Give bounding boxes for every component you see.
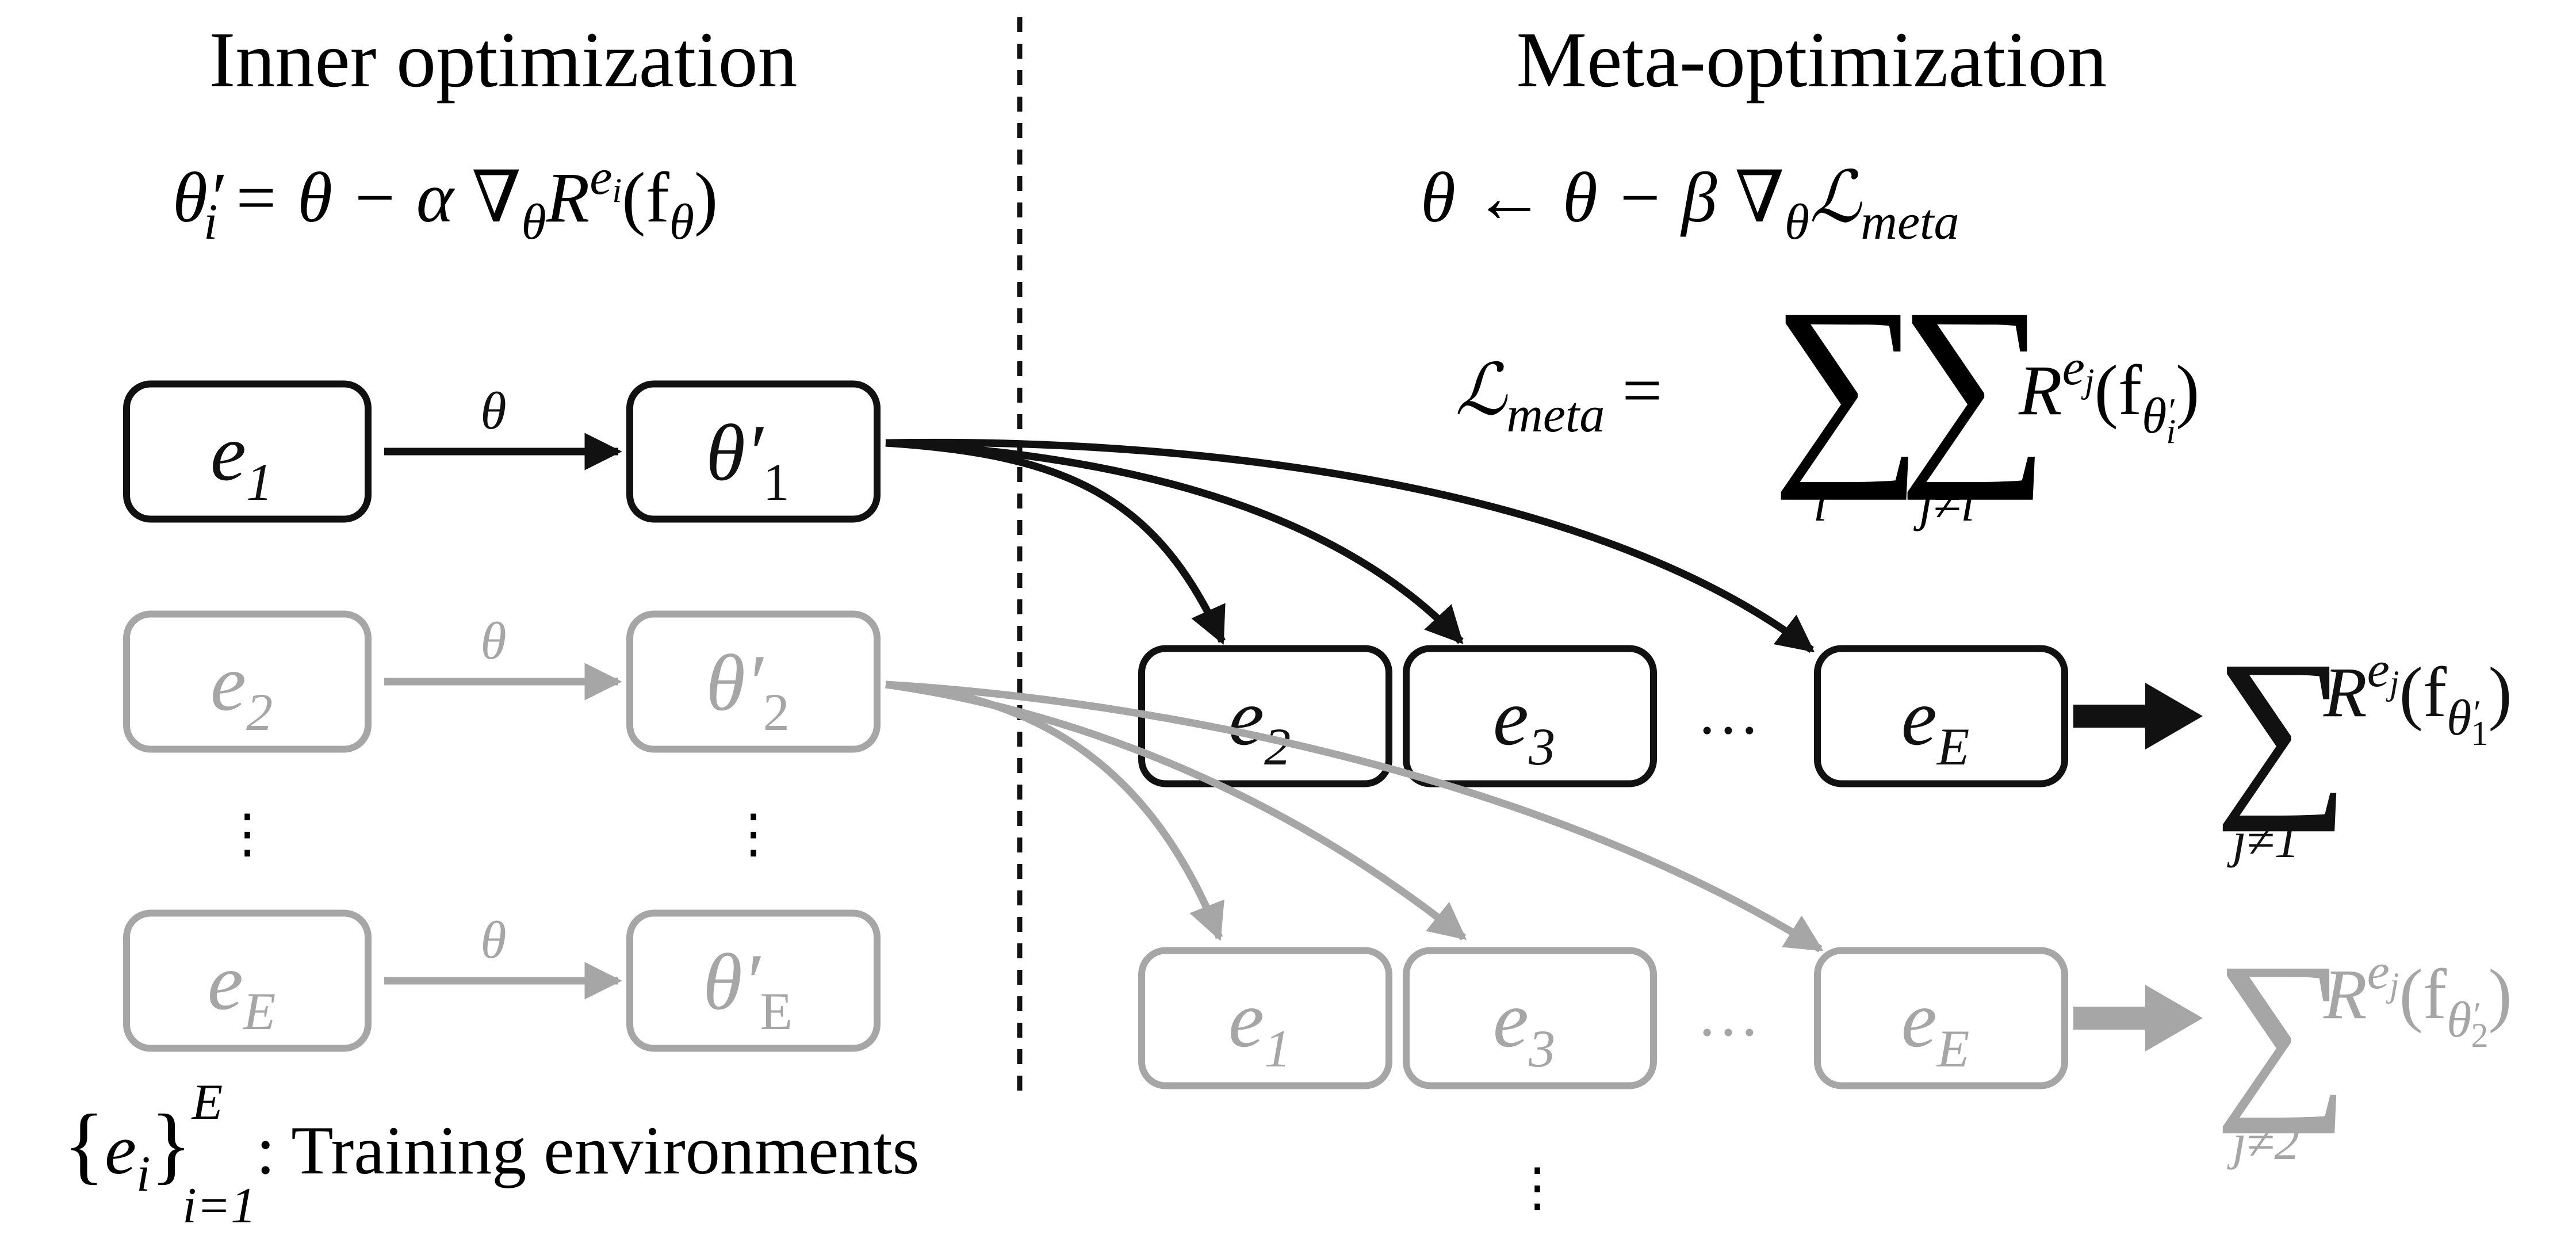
meta-update-equation: θ ← θ − β ∇θℒmeta	[1421, 158, 1959, 250]
sum-arrow-head	[2145, 683, 2203, 749]
arrow-theta1-to-e2	[885, 439, 1226, 645]
sum-index: j≠2	[2227, 1115, 2300, 1171]
sum-symbol: ∑	[2214, 924, 2349, 1134]
env-node-E	[123, 909, 372, 1052]
sum-index: j≠1	[2227, 813, 2300, 869]
svg-text:∑: ∑	[1898, 265, 2050, 501]
param-node-E	[626, 909, 881, 1052]
left-vdots-param: ⋮	[727, 804, 780, 863]
meta-env-node-E	[1814, 645, 2068, 787]
inner-optimization-heading: Inner optimization	[209, 16, 797, 104]
meta-row-2: e1 e3 eE … ∑j≠2 Rej(fθ′2)	[1138, 924, 2512, 1171]
inner-row-2: e2 θ′2 θ	[123, 610, 881, 753]
meta-row-1: e2 e3 eE … ∑j≠1 Rej(fθ′1)	[1138, 622, 2512, 869]
env-node-1	[123, 380, 372, 523]
param-node-1	[626, 380, 881, 523]
env-node-label: e1	[210, 408, 273, 511]
edge-theta-label: θ	[480, 381, 506, 440]
inner-row-3: eE θ′E θ	[123, 909, 881, 1052]
inner-update-equation: θ′i= θ − α ∇θRei(fθ)	[173, 150, 718, 250]
meta-env-node-3	[1403, 947, 1657, 1089]
meta-env-node-label: e1	[1228, 975, 1291, 1078]
arrow-theta2-to-e3	[885, 680, 1467, 941]
row-loss-term: Rej(fθ′1)	[2323, 642, 2512, 752]
env-node-2	[123, 610, 372, 753]
param-node-label: θ′1	[706, 408, 790, 511]
left-vdots-env: ⋮	[221, 804, 274, 863]
inner-loop-rows: e1 θ′1 θ e2 θ′2 θ eE θ′E θ	[123, 380, 881, 1052]
meta-optimization-heading: Meta-optimization	[1516, 16, 2107, 104]
meta-env-node-3	[1403, 645, 1657, 787]
param-node-label: θ′2	[706, 638, 790, 741]
arrow-theta1-to-eE	[885, 438, 1815, 653]
param-node-label: θ′E	[703, 938, 793, 1041]
meta-env-node-E	[1814, 947, 2068, 1089]
row-loss-term: Rej(fθ′2)	[2323, 944, 2512, 1054]
theta1-to-env-arrows	[885, 438, 1815, 653]
meta-env-node-label: e3	[1493, 975, 1555, 1078]
inner-row-1: e1 θ′1 θ	[123, 380, 881, 523]
env-node-label: e2	[210, 638, 273, 741]
param-node-2	[626, 610, 881, 753]
env-node-label: eE	[208, 938, 276, 1041]
arrow-theta1-to-e3	[885, 439, 1464, 644]
svg-text:Rej(fθ′i): Rej(fθ′i)	[2018, 340, 2199, 450]
meta-env-node-1	[1138, 947, 1392, 1089]
sum-symbol: ∑	[2214, 622, 2349, 832]
meta-env-node-label: e3	[1493, 673, 1555, 776]
edge-theta-label: θ	[480, 611, 506, 670]
arrow-theta2-to-eE	[885, 680, 1824, 953]
svg-text:∑: ∑	[1771, 265, 1923, 501]
svg-text:ℒmeta=: ℒmeta=	[1455, 351, 1662, 443]
sum-arrow-head	[2145, 985, 2203, 1051]
meta-env-node-label: e2	[1228, 673, 1291, 776]
meta-env-node-label: eE	[1901, 673, 1970, 776]
meta-env-node-label: eE	[1901, 975, 1970, 1078]
theta2-to-env-arrows	[885, 680, 1824, 953]
svg-text:i: i	[1813, 476, 1827, 532]
edge-theta-label: θ	[480, 911, 506, 969]
env-ellipsis: …	[1697, 979, 1760, 1049]
svg-text:j≠i: j≠i	[1913, 476, 1974, 532]
meta-loss-equation: ℒmeta= ∑ ∑ i j≠i Rej(fθ′i)	[1455, 265, 2199, 532]
env-ellipsis: …	[1697, 677, 1760, 747]
right-vdots: ⋮	[1511, 1158, 1564, 1217]
